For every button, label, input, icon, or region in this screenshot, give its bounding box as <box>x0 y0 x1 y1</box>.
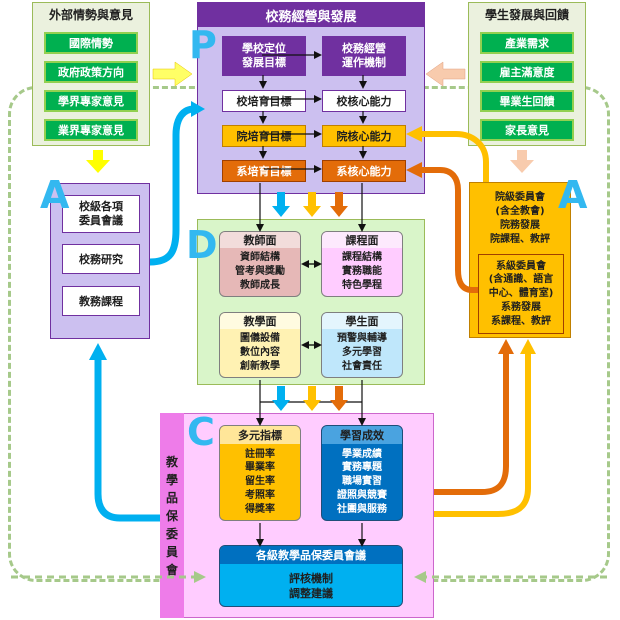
arrow-external-to-p <box>152 61 193 87</box>
c-indicators-title: 多元指標 <box>220 426 300 444</box>
c-indicators-box: 多元指標 註冊率 畢業率 留生率 考照率 得獎率 <box>219 425 301 521</box>
external-panel: 外部情勢與意見 國際情勢 政府政策方向 學界專家意見 業界專家意見 <box>32 2 150 146</box>
d-course-box: 課程面 課程結構 實務職能 特色學程 <box>321 231 403 297</box>
c-side-label: 教 學 品 保 委 員 會 <box>160 413 184 618</box>
left-a-letter: A <box>40 173 70 217</box>
external-item-industry: 業界專家意見 <box>44 119 138 141</box>
p-dept-competency: 系核心能力 <box>322 160 406 182</box>
left-a-curriculum: 教務課程 <box>62 286 140 316</box>
d-student-title: 學生面 <box>322 313 402 329</box>
external-item-academic: 學界專家意見 <box>44 90 138 112</box>
right-a-panel: 院級委員會 (含全教會) 院務發展 院課程、教評 系級委員會 (含通識、語言 中… <box>469 182 571 338</box>
d-teacher-title: 教師面 <box>220 232 300 248</box>
student-title: 學生發展與回饋 <box>484 7 569 22</box>
left-a-research: 校務研究 <box>62 244 140 274</box>
student-item-parents: 家長意見 <box>480 119 574 141</box>
student-item-employer: 雇主滿意度 <box>480 61 574 83</box>
p-school-goal: 校培育目標 <box>222 90 306 112</box>
d-teacher-body: 資師結構 管考與獎勵 教師成長 <box>235 252 285 291</box>
c-outcomes-box: 學習成效 學業成績 實務專題 職場實習 證照與競賽 社團與服務 <box>321 425 403 521</box>
right-a-dept-committee: 系級委員會 (含通識、語言 中心、體育室) 系務發展 系課程、教評 <box>478 254 564 334</box>
p-college-competency: 院核心能力 <box>322 125 406 147</box>
left-a-panel: 校級各項 委員會議 校務研究 教務課程 <box>50 183 150 339</box>
student-item-graduate: 畢業生回饋 <box>480 90 574 112</box>
external-item-international: 國際情勢 <box>44 32 138 54</box>
p-school-competency: 校核心能力 <box>322 90 406 112</box>
d-letter: D <box>186 223 218 267</box>
c-letter: C <box>187 410 215 454</box>
left-a-committees: 校級各項 委員會議 <box>62 195 140 233</box>
p-panel: 校務經營與發展 學校定位 發展目標 校務經營 運作機制 校培育目標 校核心能力 … <box>197 2 425 194</box>
p-school-positioning: 學校定位 發展目標 <box>222 36 306 76</box>
d-student-body: 預警與輔導 多元學習 社會責任 <box>337 333 387 372</box>
student-item-industry-demand: 產業需求 <box>480 32 574 54</box>
p-letter: P <box>189 23 217 67</box>
p-college-goal: 院培育目標 <box>222 125 306 147</box>
right-a-college-committee: 院級委員會 (含全教會) 院務發展 院課程、教評 <box>490 192 550 245</box>
c-committee-body: 評核機制 調整建議 <box>289 571 333 600</box>
p-title: 校務經營與發展 <box>198 3 424 27</box>
external-title: 外部情勢與意見 <box>48 7 133 22</box>
external-item-policy: 政府政策方向 <box>44 61 138 83</box>
p-dept-goal: 系培育目標 <box>222 160 306 182</box>
arrow-student-to-p <box>425 61 466 87</box>
d-teacher-box: 教師面 資師結構 管考與獎勵 教師成長 <box>219 231 301 297</box>
c-outcomes-body: 學業成績 實務專題 職場實習 證照與競賽 社團與服務 <box>337 448 387 515</box>
student-panel: 學生發展與回饋 產業需求 雇主滿意度 畢業生回饋 家長意見 <box>468 2 586 146</box>
c-committee-title: 各級教學品保委員會議 <box>220 546 402 564</box>
d-teaching-box: 教學面 圖儀設備 數位內容 創新教學 <box>219 312 301 378</box>
d-teaching-body: 圖儀設備 數位內容 創新教學 <box>240 333 280 372</box>
d-teaching-title: 教學面 <box>220 313 300 329</box>
right-a-letter: A <box>558 173 588 217</box>
d-course-body: 課程結構 實務職能 特色學程 <box>342 252 382 291</box>
c-committee-box: 各級教學品保委員會議 評核機制 調整建議 <box>219 545 403 607</box>
d-course-title: 課程面 <box>322 232 402 248</box>
d-student-box: 學生面 預警與輔導 多元學習 社會責任 <box>321 312 403 378</box>
p-operation-mechanism: 校務經營 運作機制 <box>322 36 406 76</box>
c-indicators-body: 註冊率 畢業率 留生率 考照率 得獎率 <box>245 448 275 515</box>
c-outcomes-title: 學習成效 <box>322 426 402 444</box>
